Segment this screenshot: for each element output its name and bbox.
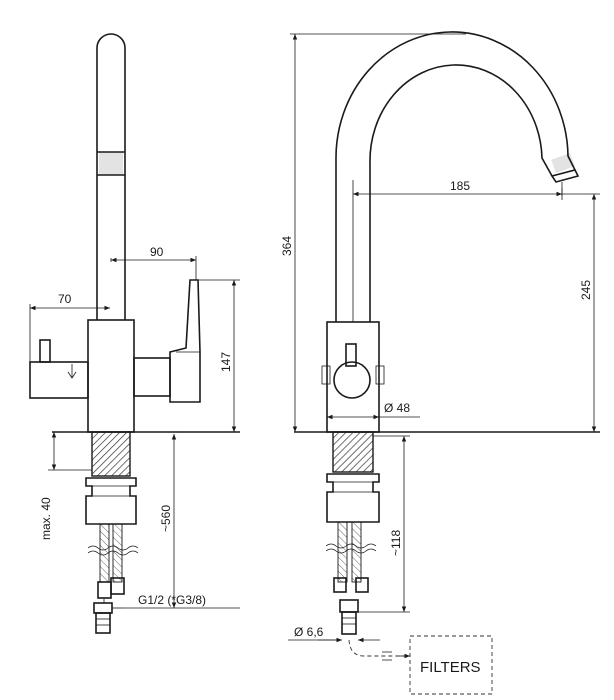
dim-185-label: 185 [450, 179, 470, 193]
dim-147-label: 147 [219, 352, 233, 372]
dim-364-label: 364 [280, 236, 294, 256]
filters-label: FILTERS [420, 659, 481, 676]
dim-90-label: 90 [150, 245, 164, 259]
front-valve-disc [333, 361, 371, 399]
dim-max40-label: max. 40 [39, 497, 53, 540]
side-break-2 [87, 550, 139, 556]
front-aerator-band [551, 153, 575, 173]
front-valve-knob [345, 343, 357, 367]
side-break-1 [87, 545, 139, 551]
side-handle [169, 279, 201, 403]
front-view: FILTERS 364 185 245 Ø 48 ~118 Ø 6,6 [280, 31, 600, 695]
side-view: 90 70 147 max. 40 ~560 G1/2 (*G3/8) [29, 33, 240, 634]
side-aerator-band [99, 152, 123, 175]
front-threaded-stem [332, 431, 374, 473]
side-spout [96, 33, 126, 320]
dim-d66-label: Ø 6,6 [294, 625, 324, 639]
front-tail [341, 611, 357, 635]
front-spout-tip [550, 169, 580, 183]
front-lower-nut [339, 599, 359, 613]
side-filter-valve [29, 361, 89, 399]
side-fitting-left [97, 581, 112, 599]
filter-tube [348, 639, 410, 657]
side-cartridge [133, 357, 171, 397]
side-threaded-stem [91, 431, 131, 477]
side-nut [85, 477, 137, 525]
dim-118-label: ~118 [389, 530, 403, 556]
side-filter-knob [39, 339, 51, 363]
side-lower-nut [93, 602, 113, 614]
side-tail [95, 612, 111, 634]
dim-70-label: 70 [58, 292, 72, 306]
dim-245-label: 245 [579, 280, 593, 300]
dim-d48-label: Ø 48 [384, 401, 410, 415]
side-body [87, 319, 135, 433]
side-fitting-right [110, 577, 125, 595]
front-hose-left [337, 521, 348, 583]
side-valve-arrow [67, 371, 77, 379]
front-spout-inner [369, 64, 553, 322]
front-hose-right [351, 521, 362, 583]
front-nut [326, 473, 380, 523]
front-fitting-right [355, 577, 369, 593]
front-spout-outer [335, 31, 576, 322]
dim-560-label: ~560 [159, 505, 173, 532]
front-fitting-left [333, 577, 347, 593]
thread-label: G1/2 (*G3/8) [138, 593, 206, 607]
